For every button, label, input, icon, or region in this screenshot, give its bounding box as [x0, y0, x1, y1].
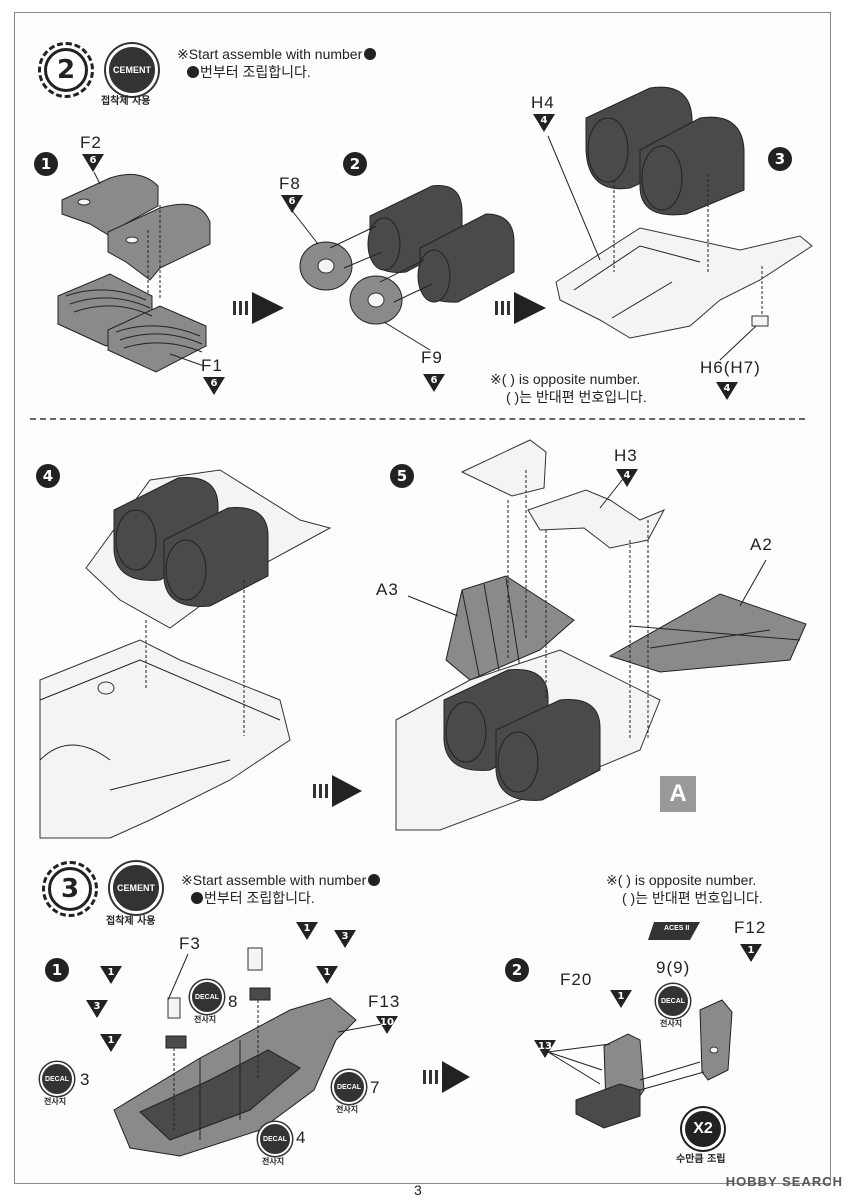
part-label-9: 9(9) — [656, 958, 691, 977]
part-label-3: 3 — [80, 1070, 91, 1089]
number-dot-icon — [364, 48, 377, 60]
x2-label: 수만큼 조립 — [676, 1154, 726, 1165]
decal-icon: DECAL — [40, 1062, 74, 1096]
part-label-f8: F8 — [279, 174, 301, 193]
cement-label: 접착제 사용 — [106, 916, 156, 927]
runner-tri-f12: 1 — [740, 944, 762, 962]
page-number: 3 — [414, 1182, 422, 1198]
aces-decal-label: ACES II — [664, 925, 690, 932]
arrow-right-icon — [233, 292, 284, 324]
decal-icon: DECAL — [258, 1122, 292, 1156]
part-label-f1: F1 — [201, 356, 223, 375]
decal-label: 전사지 — [262, 1157, 285, 1166]
decal-icon: DECAL — [190, 980, 224, 1014]
cockpit-tub-drawing — [113, 947, 383, 1157]
part-f1-drawing — [57, 273, 207, 373]
cement-icon: CEMENT — [106, 44, 158, 96]
part-label-4: 4 — [296, 1128, 307, 1147]
runner-tri-1: 1 — [316, 966, 338, 984]
runner-tri-1: 1 — [296, 922, 318, 940]
opposite-note-ko: ( )는 반대편 번호입니다. — [622, 890, 763, 906]
decal-icon: DECAL — [332, 1070, 366, 1104]
part-label-8: 8 — [228, 992, 239, 1011]
part-label-a2: A2 — [750, 535, 773, 554]
number-dot-icon — [368, 874, 381, 886]
step-3-badge: 3 — [42, 861, 98, 917]
cement-label: 접착제 사용 — [101, 96, 151, 107]
step-2-badge: 2 — [38, 42, 94, 98]
part-label-f13: F13 — [368, 992, 401, 1011]
part-label-f3: F3 — [179, 934, 201, 953]
part-label-h4: H4 — [531, 93, 555, 112]
start-note-ko: 번부터 조립합니다. — [204, 890, 315, 906]
runner-tri-3: 3 — [86, 1000, 108, 1018]
number-dot-icon — [191, 892, 203, 904]
part-label-h6: H6(H7) — [700, 358, 761, 377]
opposite-note-ko: ( )는 반대편 번호입니다. — [506, 389, 647, 405]
runner-tri-3: 3 — [334, 930, 356, 948]
runner-tri-f2: 6 — [82, 154, 104, 172]
runner-tri-1: 1 — [100, 966, 122, 984]
ejection-seat-drawing — [547, 922, 733, 1129]
substep-5-badge: 5 — [390, 464, 414, 488]
decal-label: 전사지 — [336, 1105, 359, 1114]
number-dot-icon — [187, 66, 199, 78]
tail-assembly-drawing — [395, 439, 807, 831]
watermark-logo: HOBBY SEARCH — [725, 1174, 843, 1189]
part-label-7: 7 — [370, 1078, 381, 1097]
runner-tri-f1: 6 — [203, 377, 225, 395]
start-note-ko: 번부터 조립합니다. — [200, 64, 311, 80]
opposite-note: ※( ) is opposite number. ( )는 반대편 번호입니다. — [490, 370, 647, 406]
start-note: ※Start assemble with number 번부터 조립합니다. — [181, 871, 381, 907]
opposite-note-en: ※( ) is opposite number. — [606, 872, 757, 888]
cement-icon: CEMENT — [110, 862, 162, 914]
step-3-number: 3 — [48, 867, 92, 911]
substep-2-badge: 2 — [343, 152, 367, 176]
part-label-f2: F2 — [80, 133, 102, 152]
decal-label: 전사지 — [194, 1015, 217, 1024]
decal-label: 전사지 — [660, 1019, 683, 1028]
substep-4-badge: 4 — [36, 464, 60, 488]
opposite-note: ※( ) is opposite number. ( )는 반대편 번호입니다. — [606, 871, 763, 907]
decal-icon: DECAL — [656, 984, 690, 1018]
substep-2-badge: 2 — [505, 958, 529, 982]
step-2-number: 2 — [44, 48, 88, 92]
part-label-h3: H3 — [614, 446, 638, 465]
part-f2-drawing — [61, 173, 211, 300]
arrow-right-icon — [313, 775, 362, 807]
runner-tri-h4: 4 — [533, 114, 555, 132]
fuselage-assembly-drawing — [39, 469, 332, 839]
start-note-en: ※Start assemble with number — [181, 872, 367, 888]
arrow-right-icon — [495, 292, 546, 324]
arrow-right-icon — [423, 1061, 470, 1093]
part-label-a3: A3 — [376, 580, 399, 599]
x2-icon: X2 — [682, 1108, 724, 1150]
runner-tri-f8: 6 — [281, 195, 303, 213]
runner-tri-f20: 1 — [610, 990, 632, 1008]
part-label-f20: F20 — [560, 970, 593, 989]
substep-3-badge: 3 — [768, 147, 792, 171]
opposite-note-en: ※( ) is opposite number. — [490, 371, 641, 387]
runner-tri-h6: 4 — [716, 382, 738, 400]
intake-floor-drawing — [547, 86, 813, 361]
decal-label: 전사지 — [44, 1097, 67, 1106]
runner-tri-f13: 10 — [376, 1016, 398, 1034]
part-label-f9: F9 — [421, 348, 443, 367]
runner-tri-f9: 6 — [423, 374, 445, 392]
section-divider — [30, 418, 805, 420]
engine-cylinders-drawing — [289, 185, 515, 351]
marker-a: A — [660, 776, 696, 812]
runner-tri-h3: 4 — [616, 469, 638, 487]
runner-tri-1: 1 — [100, 1034, 122, 1052]
start-note-en: ※Start assemble with number — [177, 46, 363, 62]
part-label-f12: F12 — [734, 918, 767, 937]
substep-1-badge: 1 — [45, 958, 69, 982]
substep-1-badge: 1 — [34, 152, 58, 176]
start-note: ※Start assemble with number 번부터 조립합니다. — [177, 45, 377, 81]
runner-tri-13: 13 — [534, 1040, 556, 1058]
